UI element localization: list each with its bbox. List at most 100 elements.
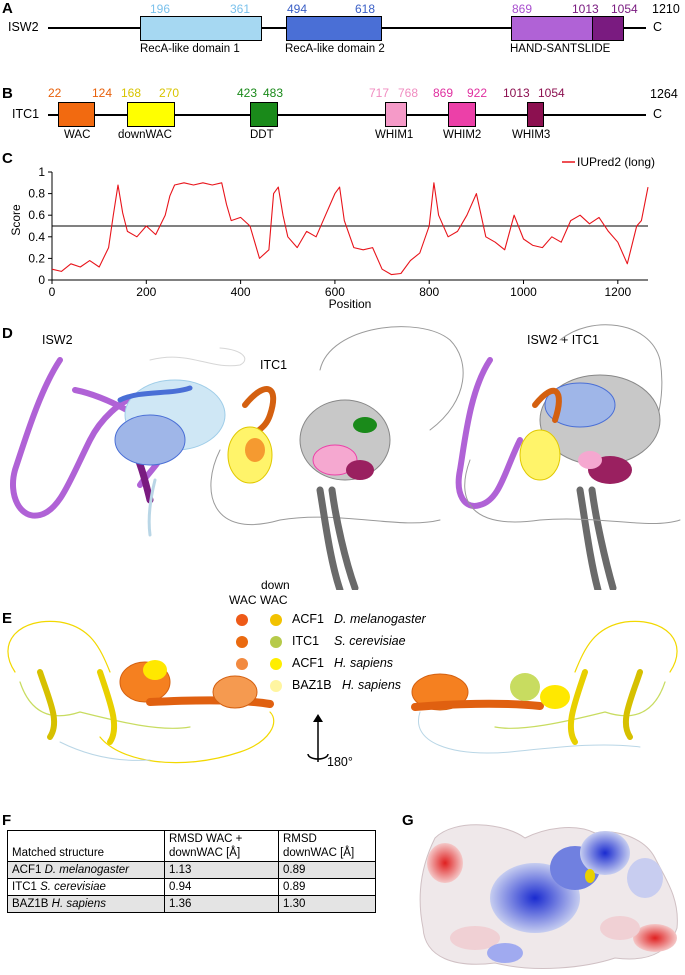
whim3-box bbox=[527, 102, 544, 127]
downwac-end: 270 bbox=[159, 86, 180, 100]
whim2-end: 922 bbox=[467, 86, 488, 100]
hand-sant-slide-label: HAND-SANTSLIDE bbox=[510, 43, 611, 55]
hand-mid: 1013 bbox=[572, 2, 599, 16]
legend-species: S. cerevisiae bbox=[334, 634, 406, 648]
legend-species: H. sapiens bbox=[334, 656, 394, 670]
chart-x-tick-label: 1200 bbox=[604, 285, 631, 299]
chart-x-axis-label: Position bbox=[329, 297, 372, 311]
recA1-end: 361 bbox=[230, 2, 251, 16]
panel-letter-b: B bbox=[2, 85, 13, 102]
downwac-color-dot bbox=[270, 614, 282, 626]
rmsd-wac-down-cell: 1.36 bbox=[164, 895, 279, 913]
isw2-structure bbox=[10, 347, 246, 537]
whim2-start: 869 bbox=[433, 86, 454, 100]
rmsd-header-structure: Matched structure bbox=[7, 830, 165, 862]
wac-box bbox=[58, 102, 95, 127]
wac-end: 124 bbox=[92, 86, 113, 100]
chart-x-tick-label: 200 bbox=[136, 285, 156, 299]
legend-label: IUPred2 (long) bbox=[577, 155, 655, 169]
wac-color-dot bbox=[236, 614, 248, 626]
ddt-end: 483 bbox=[263, 86, 284, 100]
downwac-box bbox=[127, 102, 175, 127]
electrostatic-surface bbox=[419, 824, 678, 969]
hand-sant-slide-end-box bbox=[592, 16, 624, 41]
downwac-start: 168 bbox=[121, 86, 142, 100]
ddt-start: 423 bbox=[237, 86, 258, 100]
rmsd-structure-cell: BAZ1B H. sapiens bbox=[7, 895, 165, 913]
whim2-label: WHIM2 bbox=[443, 129, 482, 141]
chart-y-tick-label: 1 bbox=[38, 165, 45, 179]
wac-start: 22 bbox=[48, 86, 62, 100]
wac-label: WAC bbox=[64, 129, 91, 141]
wac-color-dot bbox=[236, 636, 248, 648]
d-combined-label: ISW2 + ITC1 bbox=[527, 333, 599, 347]
recA1-start: 196 bbox=[150, 2, 171, 16]
whim1-start: 717 bbox=[369, 86, 390, 100]
rmsd-down-cell: 0.89 bbox=[278, 861, 376, 879]
wac-downwac-superposition-views bbox=[7, 620, 678, 764]
legend-col-wac: WAC bbox=[229, 593, 257, 607]
ddt-box bbox=[250, 102, 278, 127]
isw2-itc1-structure-models bbox=[10, 324, 681, 590]
chart-x-tick-label: 400 bbox=[231, 285, 251, 299]
rmsd-wac-down-cell: 1.13 bbox=[164, 861, 279, 879]
rmsd-down-cell: 0.89 bbox=[278, 878, 376, 896]
rmsd-structure-cell: ITC1 S. cerevisiae bbox=[7, 878, 165, 896]
downwac-color-dot bbox=[270, 680, 282, 692]
chart-y-tick-label: 0.6 bbox=[28, 208, 45, 222]
chart-x-tick-label: 800 bbox=[419, 285, 439, 299]
d-isw2-label: ISW2 bbox=[42, 333, 73, 347]
chart-y-tick-label: 0.4 bbox=[28, 230, 45, 244]
ddt-label: DDT bbox=[250, 129, 274, 141]
recA2-end: 618 bbox=[355, 2, 376, 16]
chart-y-tick-label: 0.2 bbox=[28, 251, 45, 265]
recA1-label: RecA-like domain 1 bbox=[140, 43, 240, 55]
itc1-structure bbox=[210, 326, 464, 590]
legend-protein: BAZ1B bbox=[292, 678, 332, 692]
panel-letter-f: F bbox=[2, 812, 12, 829]
legend-col-down-line1: down bbox=[261, 578, 290, 592]
itc1-length: 1264 bbox=[650, 87, 678, 101]
whim3-end: 1054 bbox=[538, 86, 565, 100]
whim3-label: WHIM3 bbox=[512, 129, 551, 141]
chart-x-tick-label: 1000 bbox=[510, 285, 537, 299]
rmsd-header-wac-down: RMSD WAC +downWAC [Å] bbox=[164, 830, 279, 862]
recA2-label: RecA-like domain 2 bbox=[285, 43, 385, 55]
recA2-start: 494 bbox=[287, 2, 308, 16]
panel-letter-a: A bbox=[2, 0, 13, 17]
rotation-label: 180° bbox=[327, 755, 353, 769]
rotate-180-icon bbox=[307, 714, 329, 762]
whim1-label: WHIM1 bbox=[375, 129, 414, 141]
d-itc1-label: ITC1 bbox=[260, 358, 288, 372]
chart-series-line bbox=[51, 182, 649, 276]
whim1-box bbox=[385, 102, 407, 127]
panel-letter-e: E bbox=[2, 610, 13, 627]
legend-col-down-line2: WAC bbox=[260, 593, 288, 607]
rmsd-header-row: Matched structure RMSD WAC +downWAC [Å] … bbox=[7, 830, 376, 862]
downwac-color-dot bbox=[270, 636, 282, 648]
whim3-start: 1013 bbox=[503, 86, 530, 100]
panel-letter-c: C bbox=[2, 150, 13, 167]
legend-protein: ITC1 bbox=[292, 634, 320, 648]
chart-x-tick-label: 600 bbox=[325, 285, 345, 299]
hand-start: 869 bbox=[512, 2, 533, 16]
chart-y-tick-label: 0.8 bbox=[28, 187, 45, 201]
whim1-end: 768 bbox=[398, 86, 419, 100]
rmsd-wac-down-cell: 0.94 bbox=[164, 878, 279, 896]
chart-x-tick-label: 0 bbox=[49, 285, 56, 299]
legend-species: H. sapiens bbox=[342, 678, 402, 692]
superposition-view-front bbox=[7, 620, 275, 764]
recA-domain-2-box bbox=[286, 16, 382, 41]
wac-color-dot bbox=[236, 658, 248, 670]
isw2-length: 1210 bbox=[652, 2, 680, 16]
recA-domain-1-box bbox=[140, 16, 262, 41]
panel-letter-d: D bbox=[2, 325, 13, 342]
hand-end: 1054 bbox=[611, 2, 638, 16]
chart-y-axis-label: Score bbox=[9, 204, 23, 236]
legend-protein: ACF1 bbox=[292, 656, 324, 670]
chart-y-tick-label: 0 bbox=[38, 273, 45, 287]
legend-protein: ACF1 bbox=[292, 612, 324, 626]
